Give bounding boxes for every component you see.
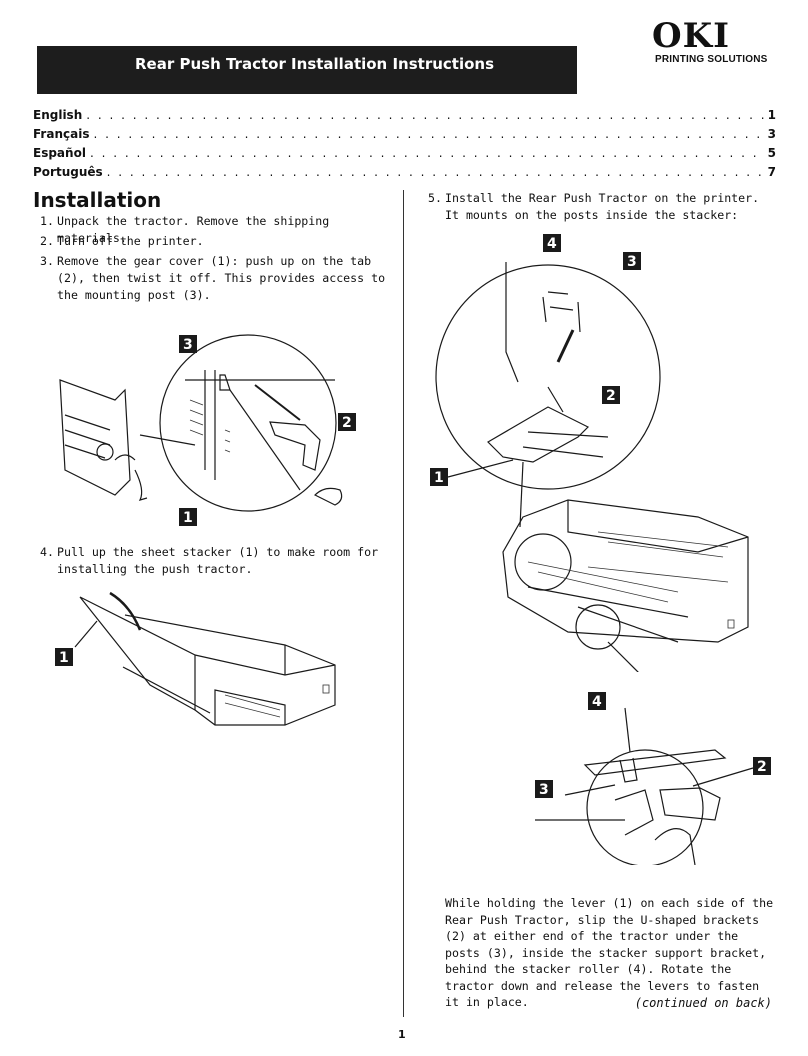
callout-2: 2 bbox=[338, 413, 356, 431]
step-4: 4. Pull up the sheet stacker (1) to make… bbox=[40, 544, 400, 578]
svg-text:3: 3 bbox=[539, 782, 549, 798]
oki-logo: OKI bbox=[652, 16, 731, 56]
column-divider bbox=[403, 190, 404, 1017]
toc-entry-spanish[interactable]: Español 5 bbox=[33, 146, 776, 165]
header-bar bbox=[37, 46, 577, 94]
step-number: 1. bbox=[40, 214, 54, 228]
svg-text:4: 4 bbox=[547, 236, 557, 252]
dot-leader bbox=[93, 127, 763, 141]
dot-leader bbox=[90, 146, 764, 160]
callout-4: 4 bbox=[543, 234, 561, 252]
callout-3: 3 bbox=[535, 780, 553, 798]
step-1: 1. Unpack the tractor. Remove the shippi… bbox=[40, 213, 400, 247]
toc-entry-french[interactable]: Français 3 bbox=[33, 127, 776, 146]
page-number: 1 bbox=[398, 1028, 406, 1041]
step-number: 4. bbox=[40, 545, 54, 559]
svg-text:1: 1 bbox=[59, 650, 69, 666]
step-text: Install the Rear Push Tractor on the pri… bbox=[445, 191, 760, 222]
svg-text:1: 1 bbox=[434, 470, 444, 486]
toc-entry-english[interactable]: English 1 bbox=[33, 108, 776, 127]
step-text: Turn off the printer. bbox=[57, 234, 204, 248]
toc-page: 1 bbox=[767, 108, 776, 122]
section-title: Installation bbox=[33, 188, 162, 212]
svg-text:3: 3 bbox=[183, 337, 193, 353]
document-title: Rear Push Tractor Installation Instructi… bbox=[135, 55, 495, 73]
toc-language: Français bbox=[33, 127, 90, 141]
callout-3: 3 bbox=[623, 252, 641, 270]
logo-tagline: PRINTING SOLUTIONS bbox=[655, 54, 768, 65]
step-text: Unpack the tractor. Remove the shipping … bbox=[57, 214, 330, 245]
sheet-stacker-illustration: 1 bbox=[55, 591, 336, 726]
roller-detail-illustration: 4 2 3 bbox=[535, 692, 771, 865]
callout-2: 2 bbox=[602, 386, 620, 404]
toc-language: Español bbox=[33, 146, 86, 160]
toc-page: 5 bbox=[767, 146, 776, 160]
step-3: 3. Remove the gear cover (1): push up on… bbox=[40, 253, 398, 304]
callout-1: 1 bbox=[55, 648, 73, 666]
step-number: 3. bbox=[40, 254, 54, 268]
step-2: 2. Turn off the printer. bbox=[40, 233, 400, 250]
callout-4: 4 bbox=[588, 692, 606, 710]
callout-1: 1 bbox=[179, 508, 197, 526]
toc-entry-portuguese[interactable]: Português 7 bbox=[33, 165, 776, 184]
callout-1: 1 bbox=[430, 468, 448, 486]
gear-cover-illustration: 3 2 1 bbox=[59, 334, 356, 526]
dot-leader bbox=[86, 108, 763, 122]
step-5: 5. Install the Rear Push Tractor on the … bbox=[428, 190, 778, 224]
toc-language: English bbox=[33, 108, 83, 122]
toc-page: 3 bbox=[767, 127, 776, 141]
step-number: 2. bbox=[40, 234, 54, 248]
svg-text:2: 2 bbox=[342, 415, 352, 431]
step-text: Pull up the sheet stacker (1) to make ro… bbox=[57, 545, 379, 576]
svg-text:4: 4 bbox=[592, 694, 602, 710]
toc-page: 7 bbox=[767, 165, 776, 179]
step-text: Remove the gear cover (1): push up on th… bbox=[57, 254, 386, 302]
svg-text:2: 2 bbox=[606, 388, 616, 404]
svg-text:2: 2 bbox=[757, 759, 767, 775]
tractor-mounting-illustration: 4 3 2 1 bbox=[430, 234, 749, 672]
svg-text:1: 1 bbox=[183, 510, 193, 526]
callout-3: 3 bbox=[179, 335, 197, 353]
installation-note: While holding the lever (1) on each side… bbox=[445, 896, 774, 1009]
step-number: 5. bbox=[428, 191, 442, 205]
dot-leader bbox=[107, 165, 764, 179]
toc-language: Português bbox=[33, 165, 103, 179]
callout-2: 2 bbox=[753, 757, 771, 775]
svg-text:3: 3 bbox=[627, 254, 637, 270]
continued-note: (continued on back) bbox=[634, 996, 772, 1010]
language-index: English 1 Français 3 Español 5 Português… bbox=[33, 108, 776, 184]
